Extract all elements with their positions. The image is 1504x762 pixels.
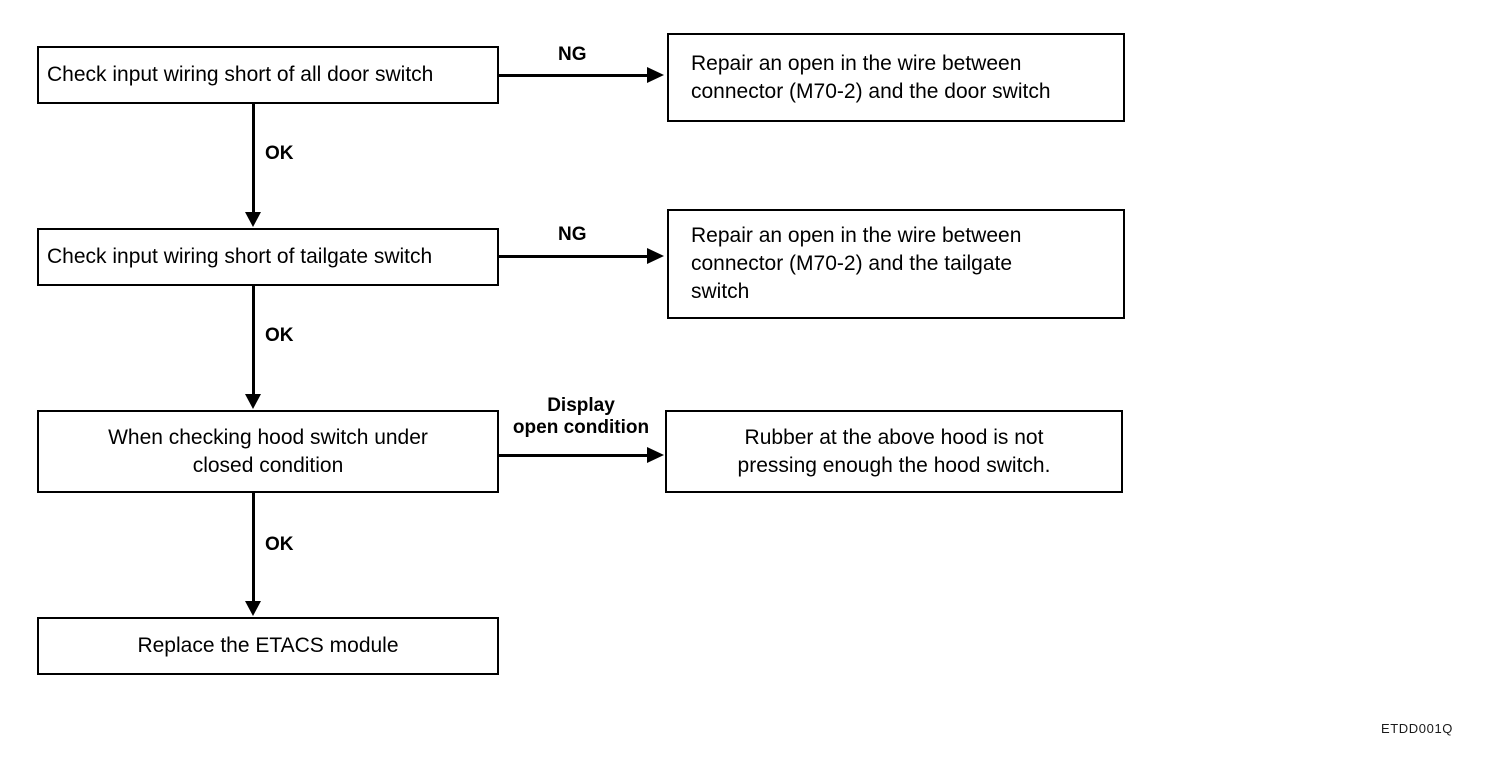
node-check-door-switch[interactable]: Check input wiring short of all door swi… [37,46,499,104]
edge-tailgate-ng-arrowhead [647,248,664,264]
node-replace-etacs[interactable]: Replace the ETACS module [37,617,499,675]
edge-ok-door-tailgate-arrowhead [245,212,261,227]
edge-door-ng-line [499,74,649,77]
edge-door-ng-arrowhead [647,67,664,83]
node-label: When checking hood switch under closed c… [108,425,428,477]
edge-label-ng-tailgate: NG [558,224,587,245]
edge-ok-tailgate-hood-arrowhead [245,394,261,409]
edge-ok-tailgate-hood-line [252,286,255,396]
edge-ok-hood-etacs-line [252,493,255,603]
edge-hood-display-arrowhead [647,447,664,463]
edge-label-ok-tailgate-hood: OK [265,325,294,346]
edge-label-display-open-condition: Display open condition [512,395,650,439]
node-check-hood-switch[interactable]: When checking hood switch under closed c… [37,410,499,493]
node-label: Repair an open in the wire between conne… [691,51,1051,103]
node-label: Replace the ETACS module [137,634,399,658]
node-repair-tailgate-switch[interactable]: Repair an open in the wire between conne… [667,209,1125,319]
node-label: Check input wiring short of all door swi… [47,63,434,87]
edge-ok-door-tailgate-line [252,104,255,214]
node-repair-door-switch[interactable]: Repair an open in the wire between conne… [667,33,1125,122]
edge-ok-hood-etacs-arrowhead [245,601,261,616]
node-label: Check input wiring short of tailgate swi… [47,245,433,269]
node-check-tailgate-switch[interactable]: Check input wiring short of tailgate swi… [37,228,499,286]
node-label: Repair an open in the wire between conne… [691,224,1022,303]
edge-hood-display-line [499,454,649,457]
node-label: Rubber at the above hood is not pressing… [737,425,1051,477]
edge-label-ng-door: NG [558,44,587,65]
figure-reference-code: ETDD001Q [1381,721,1453,736]
edge-label-ok-door-tailgate: OK [265,143,294,164]
edge-label-ok-hood-etacs: OK [265,534,294,555]
node-rubber-hood-switch[interactable]: Rubber at the above hood is not pressing… [665,410,1123,493]
edge-tailgate-ng-line [499,255,649,258]
